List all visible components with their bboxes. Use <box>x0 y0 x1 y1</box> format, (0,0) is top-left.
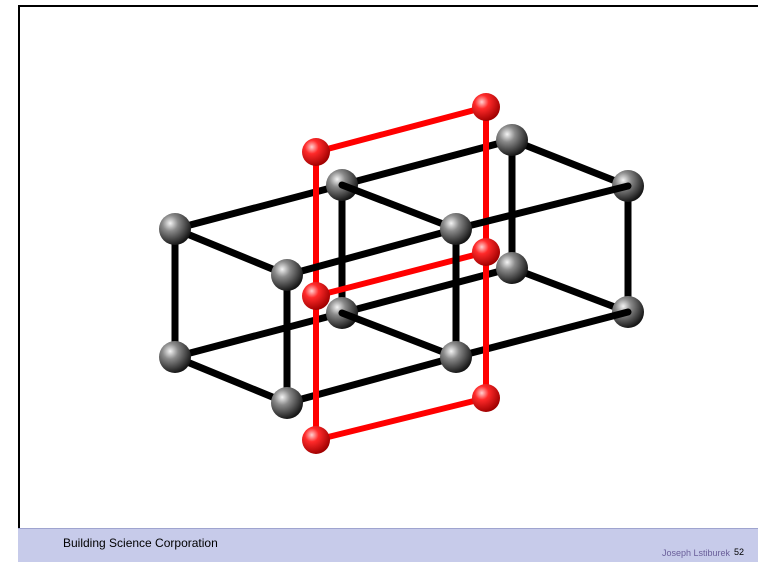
plane-edge <box>313 395 489 443</box>
highlight-plane-front-edges <box>313 249 489 443</box>
footer-author: Joseph Lstiburek <box>661 548 730 558</box>
lattice-front-atoms <box>159 213 472 419</box>
red-atom <box>472 238 500 266</box>
bond <box>508 264 632 316</box>
atom <box>440 213 472 245</box>
atom <box>271 259 303 291</box>
bond <box>171 353 291 407</box>
atom <box>159 213 191 245</box>
atom <box>159 341 191 373</box>
bond <box>283 353 460 407</box>
slide-frame-top <box>18 5 758 7</box>
red-atom <box>472 93 500 121</box>
atom <box>496 124 528 156</box>
red-atom <box>302 282 330 310</box>
highlight-plane-front-atoms <box>302 238 500 454</box>
bond <box>452 182 632 233</box>
footer-organization: Building Science Corporation <box>63 536 218 550</box>
bond <box>283 225 460 279</box>
lattice-back-bonds <box>171 136 632 361</box>
slide-footer: Building Science Corporation Joseph Lsti… <box>18 528 758 562</box>
bond <box>338 309 460 361</box>
crystal-lattice-diagram <box>159 93 644 454</box>
plane-edge <box>313 104 489 155</box>
red-atom <box>472 384 500 412</box>
highlight-plane-back-atoms <box>302 93 500 166</box>
red-atom <box>302 138 330 166</box>
slide-frame-left <box>18 5 20 528</box>
atom <box>271 387 303 419</box>
bond <box>508 136 632 190</box>
atom <box>496 252 528 284</box>
bond <box>452 308 632 361</box>
atom <box>440 341 472 373</box>
red-atom <box>302 426 330 454</box>
bond <box>338 181 460 233</box>
bond <box>171 225 291 279</box>
page-number: 52 <box>733 547 744 557</box>
